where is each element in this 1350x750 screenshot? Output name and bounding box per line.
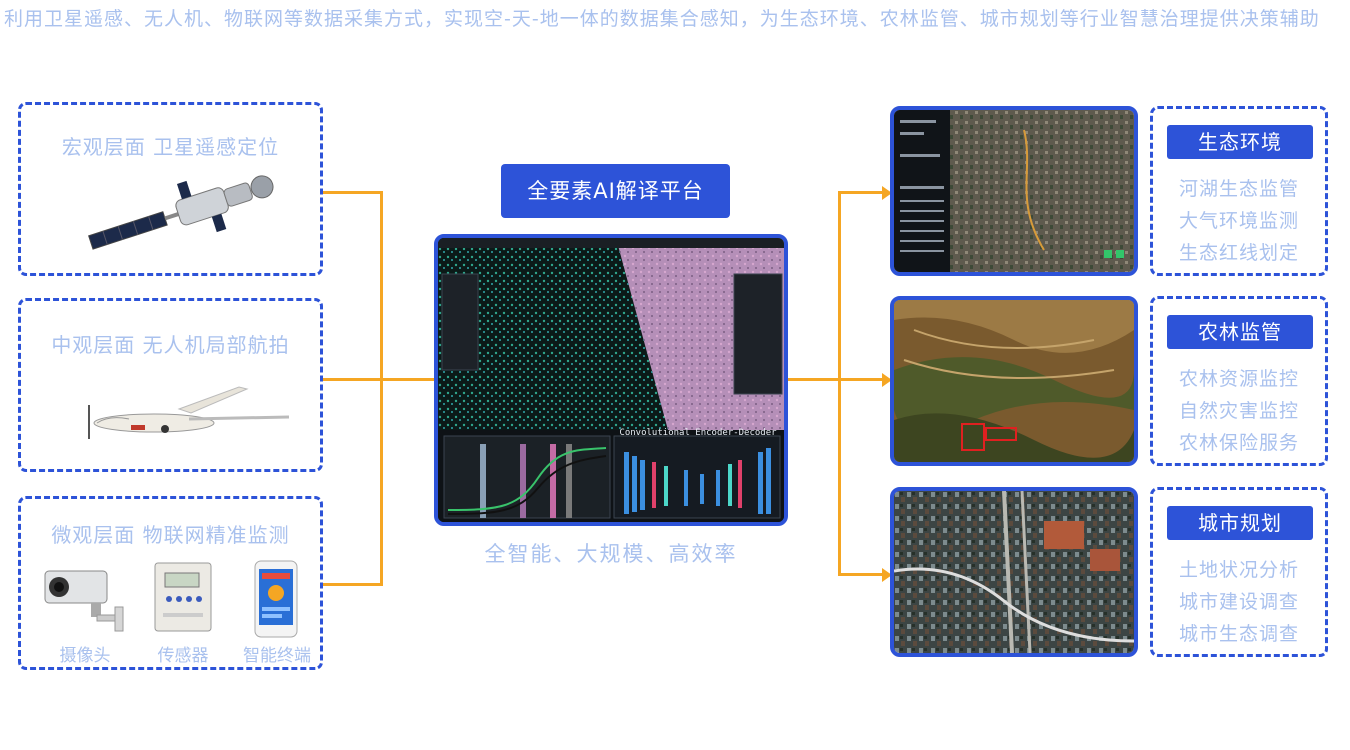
eco-satellite-image	[890, 106, 1138, 276]
category-item: 农林资源监控	[1178, 368, 1299, 390]
category-item: 城市生态调查	[1178, 623, 1299, 645]
screen-panel-title: Convolutional Encoder-Decoder	[619, 428, 777, 438]
category-item: 河湖生态监管	[1178, 178, 1299, 200]
connector-micro-h	[323, 583, 383, 586]
connector-macro-h	[323, 191, 383, 194]
category-item: 城市建设调查	[1178, 591, 1299, 613]
intro-text: 利用卫星遥感、无人机、物联网等数据采集方式，实现空-天-地一体的数据集合感知，为…	[4, 8, 1320, 30]
category-items-eco: 河湖生态监管 大气环境监测 生态红线划定	[1153, 173, 1325, 269]
connector-platform-out	[788, 378, 840, 381]
platform-dashboard-image	[438, 238, 784, 522]
platform-label: 全要素AI解译平台	[501, 164, 730, 218]
category-items-urban: 土地状况分析 城市建设调查 城市生态调查	[1153, 554, 1325, 650]
arrow-eco	[882, 186, 892, 200]
macro-source-box: 宏观层面 卫星遥感定位	[18, 102, 323, 276]
category-item: 土地状况分析	[1178, 559, 1299, 581]
platform-screen: Convolutional Encoder-Decoder	[434, 234, 788, 526]
connector-urban-h	[838, 573, 884, 576]
category-box-urban: 城市规划 土地状况分析 城市建设调查 城市生态调查	[1150, 487, 1328, 657]
meso-source-box: 中观层面 无人机局部航拍	[18, 298, 323, 472]
connector-right-v	[838, 191, 841, 576]
micro-source-title: 微观层面 物联网精准监测	[51, 523, 290, 547]
agri-satellite-image	[890, 296, 1138, 466]
arrow-agri	[882, 373, 892, 387]
category-item: 农林保险服务	[1178, 432, 1299, 454]
platform-caption: 全智能、大规模、高效率	[484, 542, 738, 566]
arrow-urban	[882, 568, 892, 582]
connector-meso-h	[323, 378, 434, 381]
device-label-camera: 摄像头	[59, 646, 111, 666]
connector-eco-h	[838, 191, 884, 194]
micro-source-box: 微观层面 物联网精准监测 摄像头 传感器 智能终端	[18, 496, 323, 670]
satellite-icon	[88, 175, 274, 250]
category-badge-eco: 生态环境	[1167, 125, 1313, 159]
device-label-sensor: 传感器	[157, 646, 209, 666]
macro-source-title: 宏观层面 卫星遥感定位	[61, 135, 280, 159]
category-box-eco: 生态环境 河湖生态监管 大气环境监测 生态红线划定	[1150, 106, 1328, 276]
category-item: 生态红线划定	[1178, 242, 1299, 264]
category-item: 自然灾害监控	[1178, 400, 1299, 422]
sensor-icon	[154, 562, 212, 632]
category-item: 大气环境监测	[1178, 210, 1299, 232]
connector-left-v	[380, 191, 383, 586]
urban-satellite-image	[890, 487, 1138, 657]
category-badge-urban: 城市规划	[1167, 506, 1313, 540]
smart-terminal-icon	[254, 560, 298, 638]
meso-source-title: 中观层面 无人机局部航拍	[51, 333, 290, 357]
device-label-terminal: 智能终端	[243, 646, 311, 666]
camera-icon	[44, 570, 124, 632]
category-badge-agri: 农林监管	[1167, 315, 1313, 349]
drone-icon	[88, 386, 290, 439]
category-items-agri: 农林资源监控 自然灾害监控 农林保险服务	[1153, 363, 1325, 459]
category-box-agri: 农林监管 农林资源监控 自然灾害监控 农林保险服务	[1150, 296, 1328, 466]
connector-agri-h	[838, 378, 884, 381]
